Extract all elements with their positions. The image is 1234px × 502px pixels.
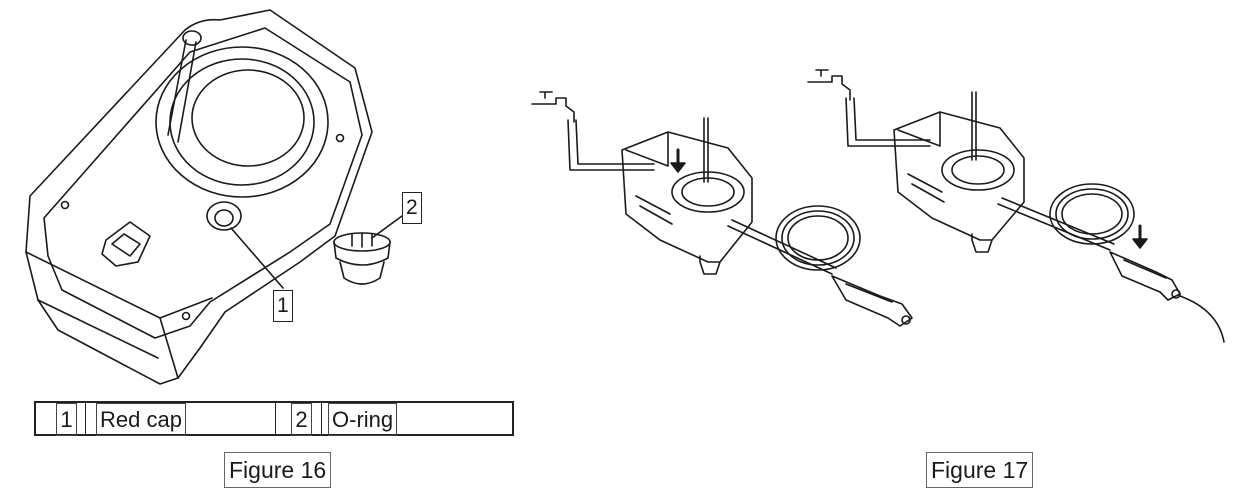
- part-number-2: 2: [291, 403, 312, 436]
- parts-table: 1 Red cap 2 O-ring: [34, 401, 514, 436]
- callout-2: 2: [402, 192, 422, 224]
- figure-17-caption: Figure 17: [926, 452, 1034, 488]
- parts-table-cell-name-1: Red cap: [92, 403, 276, 436]
- figure-16-caption: Figure 16: [224, 452, 332, 488]
- assembly-drawing-right: [807, 69, 1225, 343]
- part-number-1: 1: [56, 403, 77, 436]
- parts-table-cell-num-2: 2: [282, 403, 322, 436]
- part-name-2: O-ring: [328, 403, 398, 436]
- callout-1: 1: [273, 290, 293, 322]
- parts-table-cell-num-1: 1: [48, 403, 86, 436]
- assembly-drawing-left: [531, 91, 913, 327]
- parts-table-cell-name-2: O-ring: [328, 403, 512, 436]
- part-name-1: Red cap: [96, 403, 186, 436]
- tank-bottom-drawing: [25, 9, 403, 385]
